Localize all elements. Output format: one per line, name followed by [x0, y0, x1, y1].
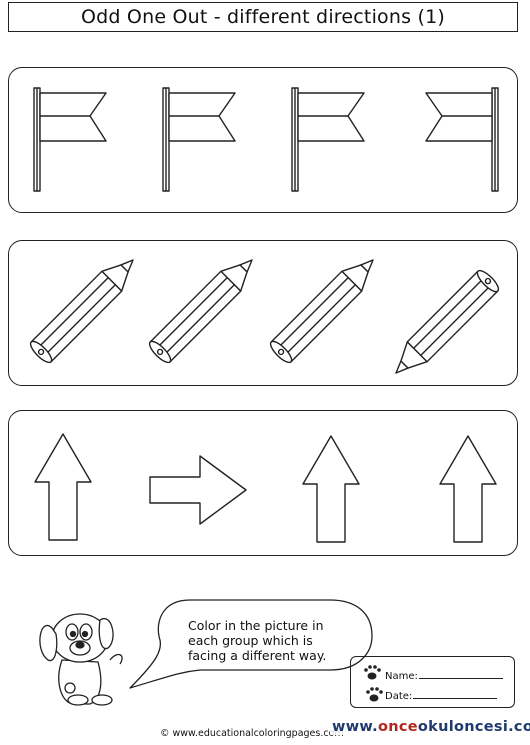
watermark-part-2: once [377, 719, 418, 735]
watermark-part-1: www. [332, 719, 378, 735]
date-row: Date: [385, 689, 498, 702]
instruction-text: Color in the picture in each group which… [188, 618, 358, 663]
watermark: www.onceokuloncesi.com [330, 719, 530, 735]
flag-2 [162, 87, 236, 192]
pencils-panel [8, 240, 518, 386]
arrow-1 [34, 433, 92, 541]
page-title: Odd One Out - different directions (1) [81, 6, 445, 28]
instruction-line-2: each group which is [188, 633, 313, 648]
arrow-3 [302, 435, 360, 543]
paw-icon [364, 665, 381, 680]
footer-copyright: © www.educationalcoloringpages.com [160, 728, 344, 739]
pencil-4-odd [385, 266, 503, 384]
arrow-4 [439, 435, 497, 543]
pencil-2 [145, 249, 263, 367]
date-label: Date: [385, 691, 413, 702]
flag-3 [291, 87, 365, 192]
name-label: Name: [385, 671, 418, 682]
instruction-line-3: facing a different way. [188, 648, 327, 663]
watermark-part-3: okuloncesi [417, 719, 509, 735]
arrows-panel [8, 410, 518, 556]
instruction-line-1: Color in the picture in [188, 618, 324, 633]
pencil-3 [266, 249, 384, 367]
date-line[interactable] [413, 689, 498, 699]
arrow-2-odd [149, 455, 247, 525]
flag-1 [33, 87, 107, 192]
pencil-1 [26, 249, 144, 367]
flag-4-odd [425, 87, 499, 192]
flags-panel [8, 67, 518, 213]
name-row: Name: [385, 669, 503, 682]
title-box: Odd One Out - different directions (1) [8, 2, 518, 32]
name-line[interactable] [418, 669, 503, 679]
speech-bubble [129, 599, 373, 689]
dog-mascot [39, 613, 123, 706]
name-date-box: Name: Date: [350, 656, 515, 708]
watermark-part-4: .com [508, 719, 530, 735]
paw-icon [366, 687, 383, 702]
